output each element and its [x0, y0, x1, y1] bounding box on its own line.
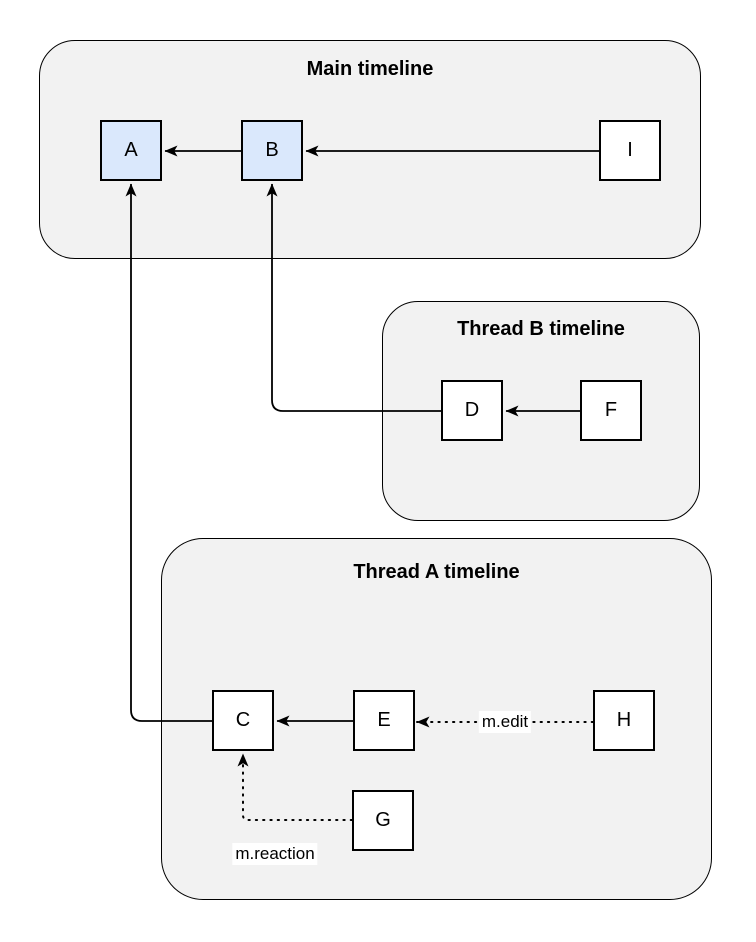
- thread-b-timeline-title: Thread B timeline: [457, 318, 625, 340]
- container-thread-b-timeline: Thread B timeline: [382, 301, 700, 521]
- edge-label-m-edit: m.edit: [478, 711, 532, 733]
- node-A: A: [100, 120, 162, 181]
- main-timeline-title: Main timeline: [306, 58, 434, 80]
- node-G-label: G: [375, 809, 391, 831]
- node-E: E: [353, 690, 415, 751]
- node-I-label: I: [627, 139, 633, 161]
- node-G: G: [352, 790, 414, 851]
- thread-a-timeline-title: Thread A timeline: [353, 561, 520, 583]
- node-H: H: [593, 690, 655, 751]
- edge-label-m-reaction: m.reaction: [232, 843, 318, 865]
- node-C-label: C: [235, 709, 251, 731]
- node-E-label: E: [377, 709, 391, 731]
- node-F: F: [580, 380, 642, 441]
- node-H-label: H: [616, 709, 632, 731]
- node-D-label: D: [464, 399, 480, 421]
- node-A-label: A: [124, 139, 138, 161]
- node-I: I: [599, 120, 661, 181]
- node-C: C: [212, 690, 274, 751]
- node-F-label: F: [604, 399, 618, 421]
- node-D: D: [441, 380, 503, 441]
- node-B-label: B: [265, 139, 279, 161]
- node-B: B: [241, 120, 303, 181]
